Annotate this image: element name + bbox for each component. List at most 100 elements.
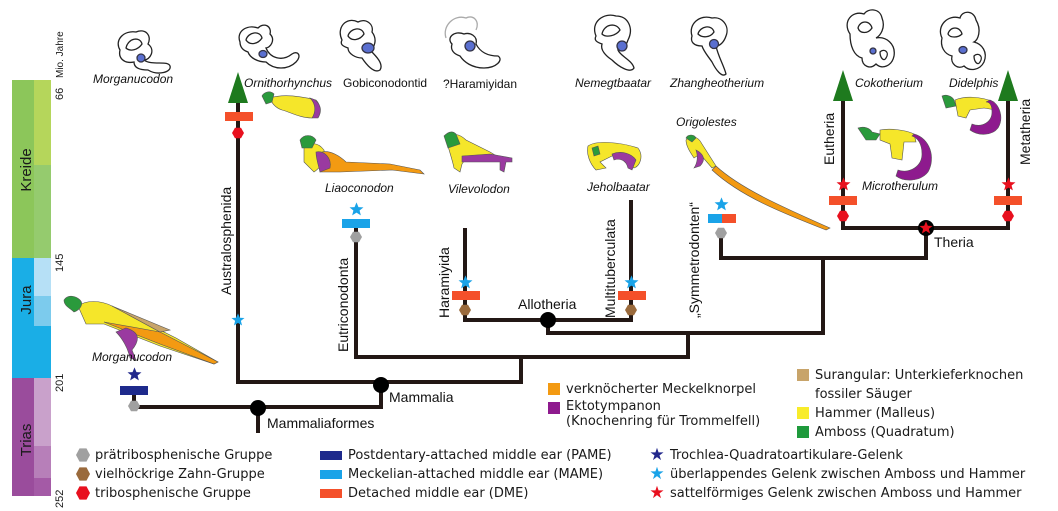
kreide-sub-upper — [34, 80, 51, 165]
jaw-morganucodon — [63, 295, 219, 365]
branch-allotheria — [463, 318, 825, 335]
label-ear-cokotherium: Cokotherium — [855, 76, 923, 90]
legend-label: Detached middle ear (DME) — [348, 486, 529, 501]
label-jaw-microtherulum: Microtherulum — [862, 179, 938, 193]
label-ear-nemegtbaatar: Nemegtbaatar — [575, 76, 652, 90]
branch-crown-split — [354, 331, 690, 384]
legend-joints: ★ Trochlea-Quadratoartikulare-Gelenk ★ ü… — [648, 446, 1025, 503]
legend-label: prätribosphenische Gruppe — [95, 448, 273, 463]
node-allotheria — [540, 312, 556, 328]
jura-sub-middle — [34, 296, 51, 326]
trochlea-star-icon: ★ — [649, 445, 665, 465]
label-ear-zhangheotherium: Zhangheotherium — [669, 76, 764, 90]
pame-swatch — [320, 451, 342, 460]
period-kreide: Kreide — [18, 148, 35, 191]
ear-drawing-labels: Morganucodon Ornithorhynchus Gobiconodon… — [93, 72, 998, 91]
node-mammaliaformes — [250, 400, 266, 416]
legend-item-pame: Postdentary-attached middle ear (PAME) — [320, 446, 612, 465]
label-ear-didelphis: Didelphis — [949, 76, 998, 90]
marker-mame — [342, 219, 370, 228]
label-jaw-vilevolodon: Vilevolodon — [448, 182, 510, 196]
marker-pame — [120, 386, 148, 395]
legend-label: Ektotympanon (Knochenring für Trommelfel… — [566, 399, 760, 429]
label-mammaliaformes: Mammaliaformes — [267, 415, 374, 431]
legend-label: tribosphenische Gruppe — [95, 486, 251, 501]
legend-label-line2: fossiler Säuger — [815, 387, 912, 402]
marker-pretribosphenic-icon — [715, 227, 727, 239]
arrow-metatheria-icon — [998, 70, 1018, 101]
period-jura: Jura — [18, 285, 35, 315]
marker-tribosphenic-icon — [232, 127, 244, 139]
marker-dme — [994, 196, 1022, 205]
label-jaw-morganucodon: Morganucodon — [92, 350, 172, 364]
marker-multicusp-icon — [625, 304, 637, 316]
inner-ear-didelphis — [939, 11, 986, 71]
label-ear-morganucodon: Morganucodon — [93, 72, 173, 86]
legend-item-meckel: verknöcherter Meckelknorpel — [548, 380, 760, 399]
legend-item-dme: Detached middle ear (DME) — [320, 484, 612, 503]
legend-item-mame: Meckelian-attached middle ear (MAME) — [320, 465, 612, 484]
marker-pretribosphenic-icon — [128, 400, 140, 412]
label-haramiyida: Haramiyida — [436, 247, 452, 318]
branch-trechnotheria — [719, 226, 928, 335]
overlap-star-icon: ★ — [649, 464, 665, 484]
tree-nodes — [250, 220, 934, 416]
dme-swatch — [320, 489, 342, 498]
surangular-swatch — [797, 369, 809, 381]
label-ear-haramiyidan: ?Haramiyidan — [443, 77, 517, 91]
inner-ear-nemegtbaatar — [593, 14, 635, 71]
marker-tribosphenic-icon — [1002, 210, 1014, 222]
legend-item-overlap: ★ überlappendes Gelenk zwischen Amboss u… — [648, 465, 1025, 484]
marker-multicusp-icon — [459, 304, 471, 316]
label-symmetrodonten: „Symmetrodonten“ — [686, 202, 702, 318]
marker-overlap-star-icon — [714, 197, 729, 211]
label-ear-ornithorhynchus: Ornithorhynchus — [244, 76, 332, 90]
tick-66: 66 — [54, 88, 66, 100]
legend-item-surangular: Surangular: Unterkieferknochen fossiler … — [797, 366, 1023, 404]
marker-dme — [829, 196, 857, 205]
legend-item-trochlea: ★ Trochlea-Quadratoartikulare-Gelenk — [648, 446, 1025, 465]
jaw-liaoconodon — [299, 135, 425, 175]
inner-ear-cokotherium — [846, 9, 895, 68]
label-mammalia: Mammalia — [389, 389, 454, 405]
trias-sub-lower — [34, 478, 51, 496]
marker-overlap-star-icon — [349, 202, 364, 216]
trias-sub-middle — [34, 446, 51, 478]
marker-dme — [722, 214, 736, 223]
jura-sub-lower — [34, 326, 51, 378]
pretribosphenic-hex-icon — [76, 448, 90, 462]
inner-ear-zhangheotherium — [690, 16, 728, 76]
legend-label: sattelförmiges Gelenk zwischen Amboss un… — [670, 486, 1022, 501]
label-multituberculata: Multituberculata — [602, 219, 618, 318]
clade-labels: Australosphenida Eutriconodonta Haramiyi… — [218, 99, 1033, 352]
legend-label: Surangular: Unterkieferknochen fossiler … — [815, 366, 1023, 404]
legend-label: Amboss (Quadratum) — [815, 425, 955, 440]
legend-item-malleus: Hammer (Malleus) — [797, 404, 1023, 423]
legend-item-tribosphenic: tribosphenische Gruppe — [76, 484, 272, 503]
mame-swatch — [320, 470, 342, 479]
legend-item-ectotympanic: Ektotympanon (Knochenring für Trommelfel… — [548, 399, 760, 429]
marker-pretribosphenic-icon — [350, 231, 362, 243]
meckel-swatch — [548, 383, 560, 395]
legend-label: Trochlea-Quadratoartikulare-Gelenk — [670, 448, 903, 463]
marker-dme — [452, 291, 480, 300]
arrow-eutheria-icon — [833, 70, 853, 101]
label-allotheria: Allotheria — [518, 296, 577, 312]
legend-item-multicusp: vielhöckrige Zahn-Gruppe — [76, 465, 272, 484]
label-metatheria: Metatheria — [1017, 99, 1033, 165]
malleus-swatch — [797, 407, 809, 419]
jaw-ornithorhynchus — [261, 91, 321, 119]
legend-bones: verknöcherter Meckelknorpel Ektotympanon… — [548, 380, 760, 429]
living-lineage-arrows — [228, 70, 1018, 103]
label-australosphenida: Australosphenida — [218, 187, 234, 295]
label-theria: Theria — [934, 234, 974, 250]
legend-item-incus: Amboss (Quadratum) — [797, 423, 1023, 442]
kreide-band — [12, 80, 36, 258]
incus-swatch — [797, 426, 809, 438]
time-unit-label: Mio. Jahre — [55, 31, 66, 78]
time-scale: Kreide Jura Trias Mio. Jahre 66 145 201 … — [12, 31, 66, 508]
character-markers — [120, 112, 1022, 412]
legend-item-pretribosphenic: prätribosphenische Gruppe — [76, 446, 272, 465]
trias-sub-upper — [34, 378, 51, 446]
tick-145: 145 — [54, 254, 66, 272]
